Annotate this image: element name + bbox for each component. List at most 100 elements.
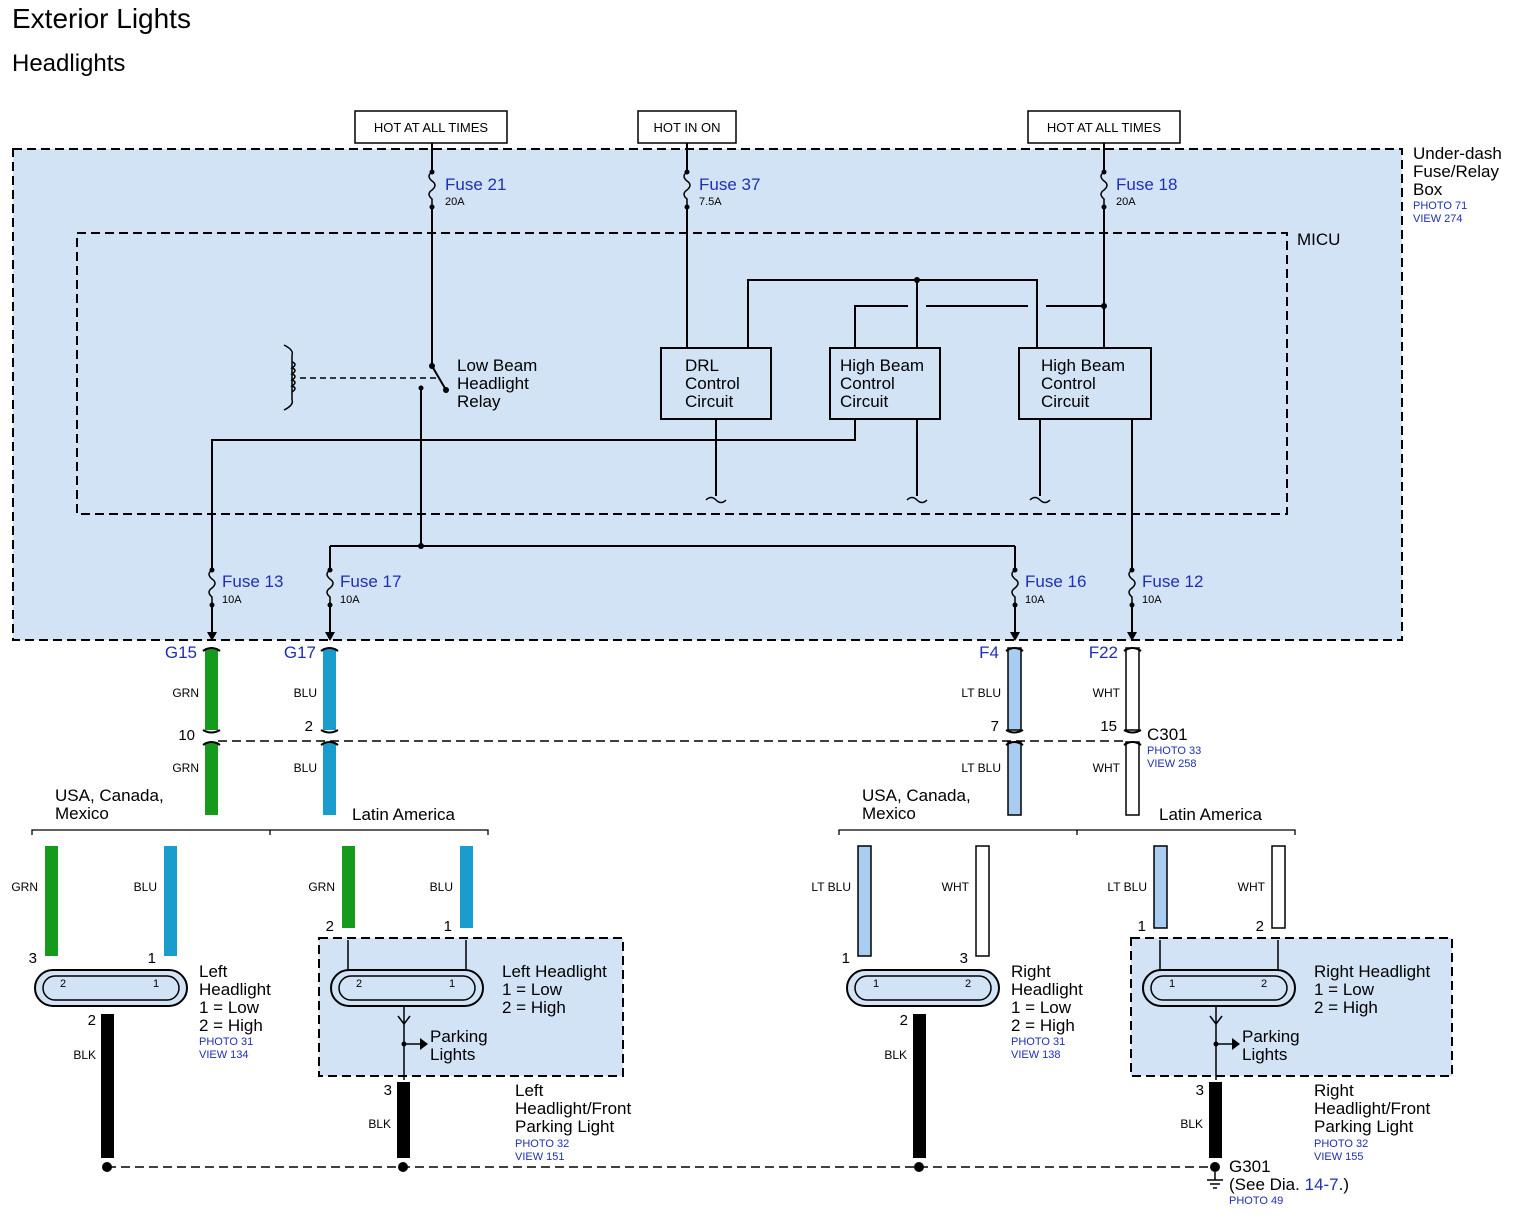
grn-wire-upper [205, 648, 218, 730]
lh-blk-label: BLK [73, 1048, 96, 1062]
hot-at-all-times-label-2: HOT AT ALL TIMES [1047, 120, 1161, 135]
rhla-ltblu-label: LT BLU [1107, 880, 1147, 894]
fuse-37-rating: 7.5A [699, 196, 722, 208]
terminal-f4-link[interactable]: F4 [979, 643, 999, 662]
right-combo-view-link[interactable]: VIEW 155 [1314, 1151, 1364, 1163]
c301-label: C301 [1147, 725, 1188, 744]
ground-diagram-ref-link[interactable]: 14-7 [1305, 1175, 1339, 1194]
rhla-high: 2 = High [1314, 998, 1378, 1017]
lh-view-link[interactable]: VIEW 134 [199, 1049, 249, 1061]
rh-low: 1 = Low [1011, 998, 1072, 1017]
lh-high: 2 = High [199, 1016, 263, 1035]
rhla-pin-1: 1 [1138, 918, 1146, 935]
fuse-box-label-3: Box [1413, 180, 1443, 199]
rhla-wht-label: WHT [1238, 880, 1266, 894]
rhla-fil-1: 1 [1169, 978, 1175, 990]
region-usa-left-1: USA, Canada, [55, 786, 164, 805]
lhla-high: 2 = High [502, 998, 566, 1017]
fuse-12-link[interactable]: Fuse 12 [1142, 572, 1203, 591]
relay-label-1: Low Beam [457, 356, 537, 375]
lh-label-1: Left [199, 962, 228, 981]
region-usa-right-1: USA, Canada, [862, 786, 971, 805]
relay-label-3: Relay [457, 392, 501, 411]
terminal-g15-link[interactable]: G15 [165, 643, 197, 662]
wire-color-wht-2: WHT [1093, 761, 1121, 775]
wht-wire-upper [1125, 647, 1140, 731]
wire-color-grn-1: GRN [172, 686, 199, 700]
c301-pin-7: 7 [991, 718, 999, 735]
rh-high: 2 = High [1011, 1016, 1075, 1035]
rh-view-link[interactable]: VIEW 138 [1011, 1049, 1061, 1061]
blu-wire-lower [323, 742, 336, 815]
c301-pin-15: 15 [1100, 718, 1117, 735]
lhla-low: 1 = Low [502, 980, 563, 999]
lh-photo-link[interactable]: PHOTO 31 [199, 1036, 253, 1048]
left-combo-view-link[interactable]: VIEW 151 [515, 1151, 565, 1163]
terminal-g17-link[interactable]: G17 [284, 643, 316, 662]
terminal-f22-link[interactable]: F22 [1089, 643, 1118, 662]
high-beam-control-circuit-2 [1018, 347, 1152, 420]
lhla-grn-wire [342, 846, 355, 928]
rh-wht-wire [975, 845, 990, 957]
hot-in-on-label: HOT IN ON [654, 120, 721, 135]
lhla-blk-label: BLK [368, 1117, 391, 1131]
hb1-label-1: High Beam [840, 356, 924, 375]
lhla-pin-2: 2 [326, 918, 334, 935]
left-combo-2: Headlight/Front [515, 1099, 632, 1118]
fuse-18-link[interactable]: Fuse 18 [1116, 175, 1177, 194]
headlight-bulbs [34, 969, 1296, 1007]
c301-photo-link[interactable]: PHOTO 33 [1147, 745, 1201, 757]
lhla-blu-wire [460, 846, 473, 928]
c301-view-link[interactable]: VIEW 258 [1147, 758, 1197, 770]
fuse-37-link[interactable]: Fuse 37 [699, 175, 760, 194]
fuse-13-link[interactable]: Fuse 13 [222, 572, 283, 591]
rh-label-1: Right [1011, 962, 1051, 981]
fuse-box-photo-link[interactable]: PHOTO 71 [1413, 200, 1467, 212]
bulb-filaments [42, 975, 1288, 1001]
connector-cups [202, 647, 1142, 746]
lh-label-2: Headlight [199, 980, 271, 999]
region-usa-left-2: Mexico [55, 804, 109, 823]
micu-label: MICU [1297, 230, 1340, 249]
lh-pin-2: 2 [88, 1012, 96, 1029]
hot-in-on-box [637, 110, 737, 144]
right-combo-photo-link[interactable]: PHOTO 32 [1314, 1138, 1368, 1150]
hb2-label-1: High Beam [1041, 356, 1125, 375]
high-beam-control-circuit-1 [829, 347, 941, 420]
left-combo-photo-link[interactable]: PHOTO 32 [515, 1138, 569, 1150]
fuse-21-link[interactable]: Fuse 21 [445, 175, 506, 194]
hot-at-all-times-box-1 [354, 110, 508, 144]
wire-color-ltblu-2: LT BLU [961, 761, 1001, 775]
rhla-pin-2: 2 [1256, 918, 1264, 935]
relay-label-2: Headlight [457, 374, 529, 393]
fuse-16-link[interactable]: Fuse 16 [1025, 572, 1086, 591]
lhla-pin-3: 3 [384, 1082, 392, 1099]
c301-pin-2: 2 [305, 718, 313, 735]
fuse-18-rating: 20A [1116, 196, 1136, 208]
rhla-low: 1 = Low [1314, 980, 1375, 999]
right-combo-3: Parking Light [1314, 1117, 1414, 1136]
lh-fil-2: 2 [60, 978, 66, 990]
fuse-17-link[interactable]: Fuse 17 [340, 572, 401, 591]
rhla-park-2: Lights [1242, 1045, 1287, 1064]
ground-see-text: (See Dia. [1229, 1175, 1300, 1194]
parking-light-markers [401, 1038, 1240, 1050]
rh-fil-1: 1 [873, 978, 879, 990]
rhla-blk-label: BLK [1180, 1117, 1203, 1131]
relay-coil [283, 344, 440, 411]
blu-wire-upper [323, 648, 336, 730]
lhla-blk-wire [397, 1082, 410, 1158]
ground-see-diagram: (See Dia. 14-7.) [1229, 1175, 1349, 1194]
rh-fil-2: 2 [965, 978, 971, 990]
ltblu-wire-lower [1007, 741, 1022, 816]
region-latam-left: Latin America [352, 805, 456, 824]
lh-grn-label: GRN [11, 880, 38, 894]
fuse-box-view-link[interactable]: VIEW 274 [1413, 213, 1463, 225]
fuse-13-rating: 10A [222, 594, 242, 606]
fuse-21-rating: 20A [445, 196, 465, 208]
ground-photo-link[interactable]: PHOTO 49 [1229, 1195, 1283, 1207]
rhla-ltblu-wire [1153, 845, 1168, 929]
rh-photo-link[interactable]: PHOTO 31 [1011, 1036, 1065, 1048]
fuse-12-rating: 10A [1142, 594, 1162, 606]
wire-color-wht-1: WHT [1093, 686, 1121, 700]
